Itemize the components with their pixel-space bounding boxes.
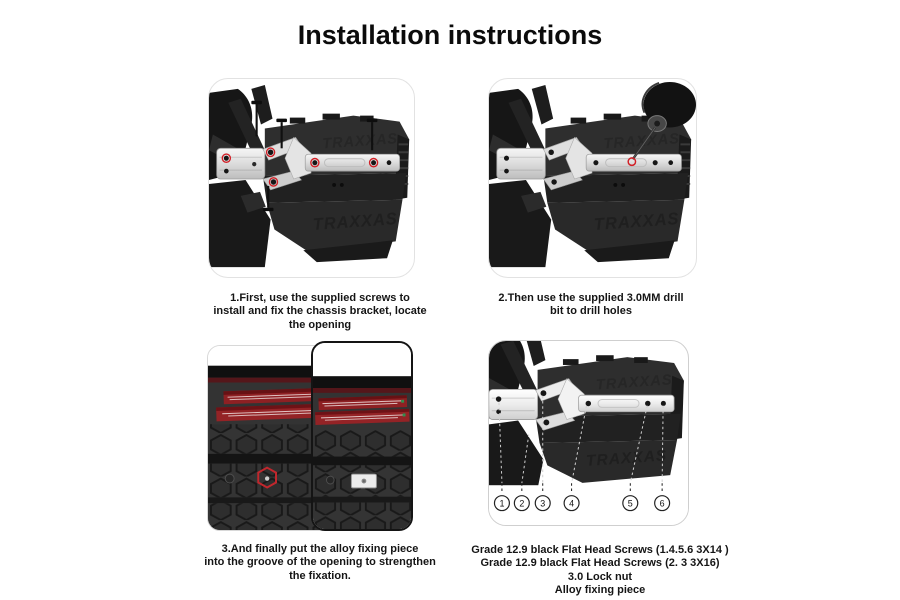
embossed-brand-text: TRAXXAS	[595, 372, 673, 393]
page-title: Installation instructions	[297, 20, 603, 50]
step-3-caption: 3.And finally put the alloy fixing piece…	[204, 543, 436, 582]
parts-list-caption: Grade 12.9 black Flat Head Screws (1.4.5…	[471, 544, 729, 597]
callout-1: 1	[493, 495, 510, 512]
groove-highlight-marker	[257, 466, 277, 489]
screw-hole-markers	[221, 147, 379, 187]
callout-4: 4	[563, 495, 580, 512]
step-1-chassis-photo: TRAXXAS TRAXXAS	[209, 84, 410, 268]
svg-text:5: 5	[628, 499, 633, 509]
callout-3: 3	[534, 495, 551, 512]
step-2-chassis-photo: TRAXXAS TRAXXAS	[489, 81, 696, 268]
chassis-body: TRAXXAS TRAXXAS	[262, 113, 410, 263]
chassis-body: TRAXXAS TRAXXAS	[543, 113, 692, 263]
drill-target-marker	[627, 157, 637, 167]
warning-labels	[315, 395, 410, 425]
step-2-photo-panel: TRAXXAS TRAXXAS	[488, 78, 697, 278]
supplied-screws	[251, 100, 378, 212]
step-1-caption: 1.First, use the supplied screws to inst…	[213, 292, 427, 331]
alloy-piece-installed-photo	[313, 343, 411, 529]
parts-callout-photo: TRAXXAS TRAXXAS	[489, 341, 688, 525]
alloy-fixing-piece	[350, 473, 377, 489]
callout-6: 6	[654, 495, 671, 512]
parts-callout-panel: TRAXXAS TRAXXAS	[488, 340, 689, 526]
step-1-photo-panel: TRAXXAS TRAXXAS	[208, 78, 415, 278]
callout-markers: 1 2 3 4 5	[493, 495, 671, 512]
chassis-bracket	[496, 136, 682, 191]
callout-2: 2	[513, 495, 530, 512]
callout-leader-lines	[498, 395, 664, 494]
svg-text:6: 6	[660, 499, 665, 509]
chassis-body: TRAXXAS TRAXXAS	[535, 355, 684, 483]
drill-icon	[631, 81, 696, 160]
svg-text:2: 2	[519, 499, 524, 509]
svg-text:1: 1	[499, 499, 504, 509]
chassis-bracket	[216, 136, 400, 191]
step-3-photo-before	[207, 345, 347, 531]
embossed-brand-text: TRAXXAS	[603, 131, 680, 153]
embossed-brand-text: TRAXXAS	[322, 131, 399, 153]
svg-text:4: 4	[569, 499, 574, 509]
callout-5: 5	[622, 495, 639, 512]
chassis-bracket	[489, 378, 675, 431]
step-3-photo-after	[311, 341, 413, 531]
step-2-caption: 2.Then use the supplied 3.0MM drill bit …	[498, 292, 684, 318]
svg-text:3: 3	[540, 499, 545, 509]
embossed-brand-text: TRAXXAS	[586, 447, 668, 470]
